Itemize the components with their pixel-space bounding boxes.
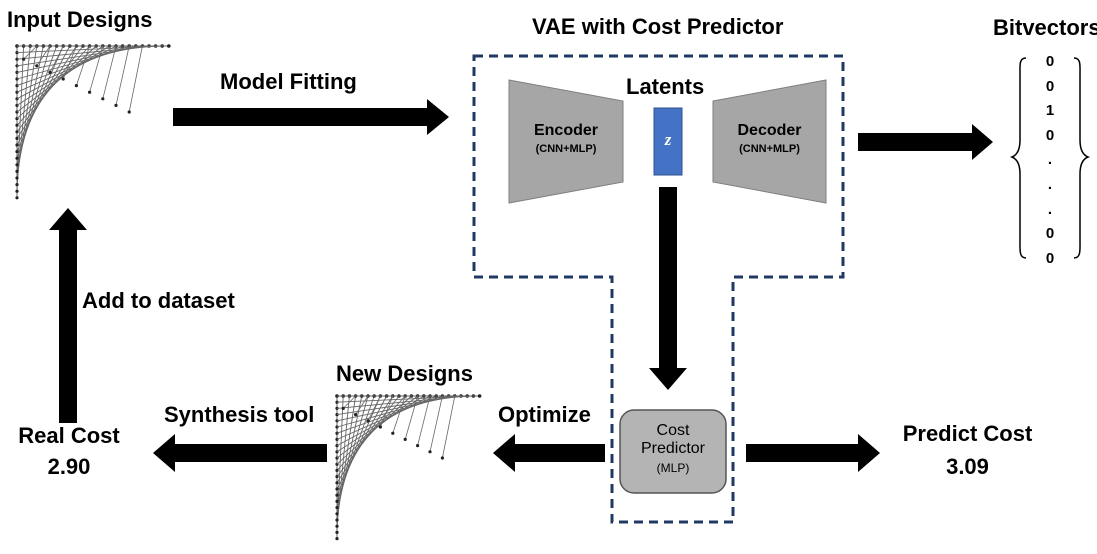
- new-designs-graph: [335, 394, 482, 541]
- bitvector-entry: .: [1047, 200, 1053, 218]
- predict-cost-arrow: [746, 434, 880, 472]
- decoder-block: [712, 79, 827, 204]
- decoder-sublabel: (CNN+MLP): [739, 143, 800, 156]
- cost-predictor-label-line1: Cost: [656, 422, 690, 439]
- latent-z-block: [653, 107, 683, 176]
- encoder-sublabel: (CNN+MLP): [535, 143, 597, 156]
- cost-predictor-label-line2: Predictor: [640, 440, 706, 458]
- add-to-dataset-label: Add to dataset: [82, 288, 235, 313]
- cost-predictor-sublabel: (MLP): [656, 460, 690, 475]
- decoder-label-group: Decoder (CNN+MLP): [713, 122, 826, 156]
- bitvector-entry: .: [1047, 175, 1053, 193]
- model-fitting-label: Model Fitting: [220, 69, 357, 94]
- bitvector-entry: 1: [1045, 102, 1055, 120]
- bitvector-values: 0 0 1 0... 0 0: [1038, 50, 1062, 271]
- bitvectors-label: Bitvectors: [993, 15, 1097, 40]
- input-designs-graph: [15, 44, 171, 200]
- model-fitting-arrow: [173, 99, 449, 135]
- bitvector-entry: .: [1047, 151, 1053, 169]
- bitvector-entry: 0: [1045, 225, 1055, 243]
- add-to-dataset-arrow: [49, 208, 87, 423]
- cost-predictor-label-group: Cost Predictor (MLP): [620, 422, 726, 476]
- real-cost-value: 2.90: [47, 454, 91, 479]
- bitvector-entry: 0: [1045, 53, 1055, 70]
- new-designs-label: New Designs: [336, 361, 473, 386]
- optimize-label: Optimize: [498, 402, 591, 427]
- bitvector-entry: 0: [1045, 77, 1055, 95]
- predict-cost-value: 3.09: [946, 454, 989, 479]
- predict-cost-label: Predict Cost: [902, 421, 1033, 446]
- encoder-label-group: Encoder (CNN+MLP): [509, 122, 623, 156]
- bitvector-left-brace: [1009, 57, 1027, 259]
- optimize-arrow: [493, 434, 605, 472]
- input-designs-label: Input Designs: [7, 7, 153, 32]
- decoder-output-arrow: [858, 124, 993, 160]
- encoder-block: [508, 79, 624, 204]
- encoder-label: Encoder: [533, 122, 598, 139]
- vae-title: VAE with Cost Predictor: [532, 14, 784, 39]
- latents-label: Latents: [626, 74, 705, 99]
- bitvector-entry: 0: [1045, 249, 1055, 267]
- latent-down-arrow: [649, 187, 687, 390]
- latent-z-label: z: [664, 130, 672, 149]
- vae-dashed-boundary: [472, 54, 845, 524]
- synthesis-arrow: [153, 434, 327, 472]
- bitvector-right-brace: [1073, 57, 1091, 259]
- decoder-label: Decoder: [737, 122, 802, 139]
- cost-predictor-block: [619, 409, 727, 494]
- real-cost-label: Real Cost: [18, 423, 120, 448]
- synthesis-tool-label: Synthesis tool: [164, 402, 315, 427]
- bitvector-entry: 0: [1045, 126, 1055, 144]
